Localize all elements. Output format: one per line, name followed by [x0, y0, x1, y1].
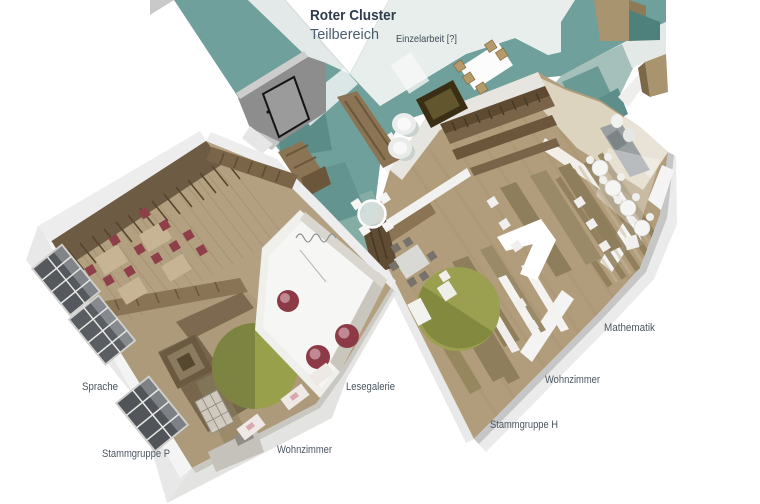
svg-text:Wohnzimmer: Wohnzimmer: [545, 374, 600, 386]
svg-text:Roter Cluster: Roter Cluster: [310, 7, 396, 24]
svg-text:Lesegalerie: Lesegalerie: [346, 381, 395, 393]
svg-text:Sprache: Sprache: [82, 381, 118, 393]
svg-text:Stammgruppe H: Stammgruppe H: [490, 419, 558, 431]
svg-text:Teilbereich: Teilbereich: [310, 26, 379, 43]
svg-text:Mathematik: Mathematik: [604, 322, 655, 334]
svg-text:Wohnzimmer: Wohnzimmer: [277, 444, 332, 456]
svg-text:Stammgruppe P: Stammgruppe P: [102, 448, 170, 460]
svg-text:Einzelarbeit [?]: Einzelarbeit [?]: [396, 33, 457, 45]
